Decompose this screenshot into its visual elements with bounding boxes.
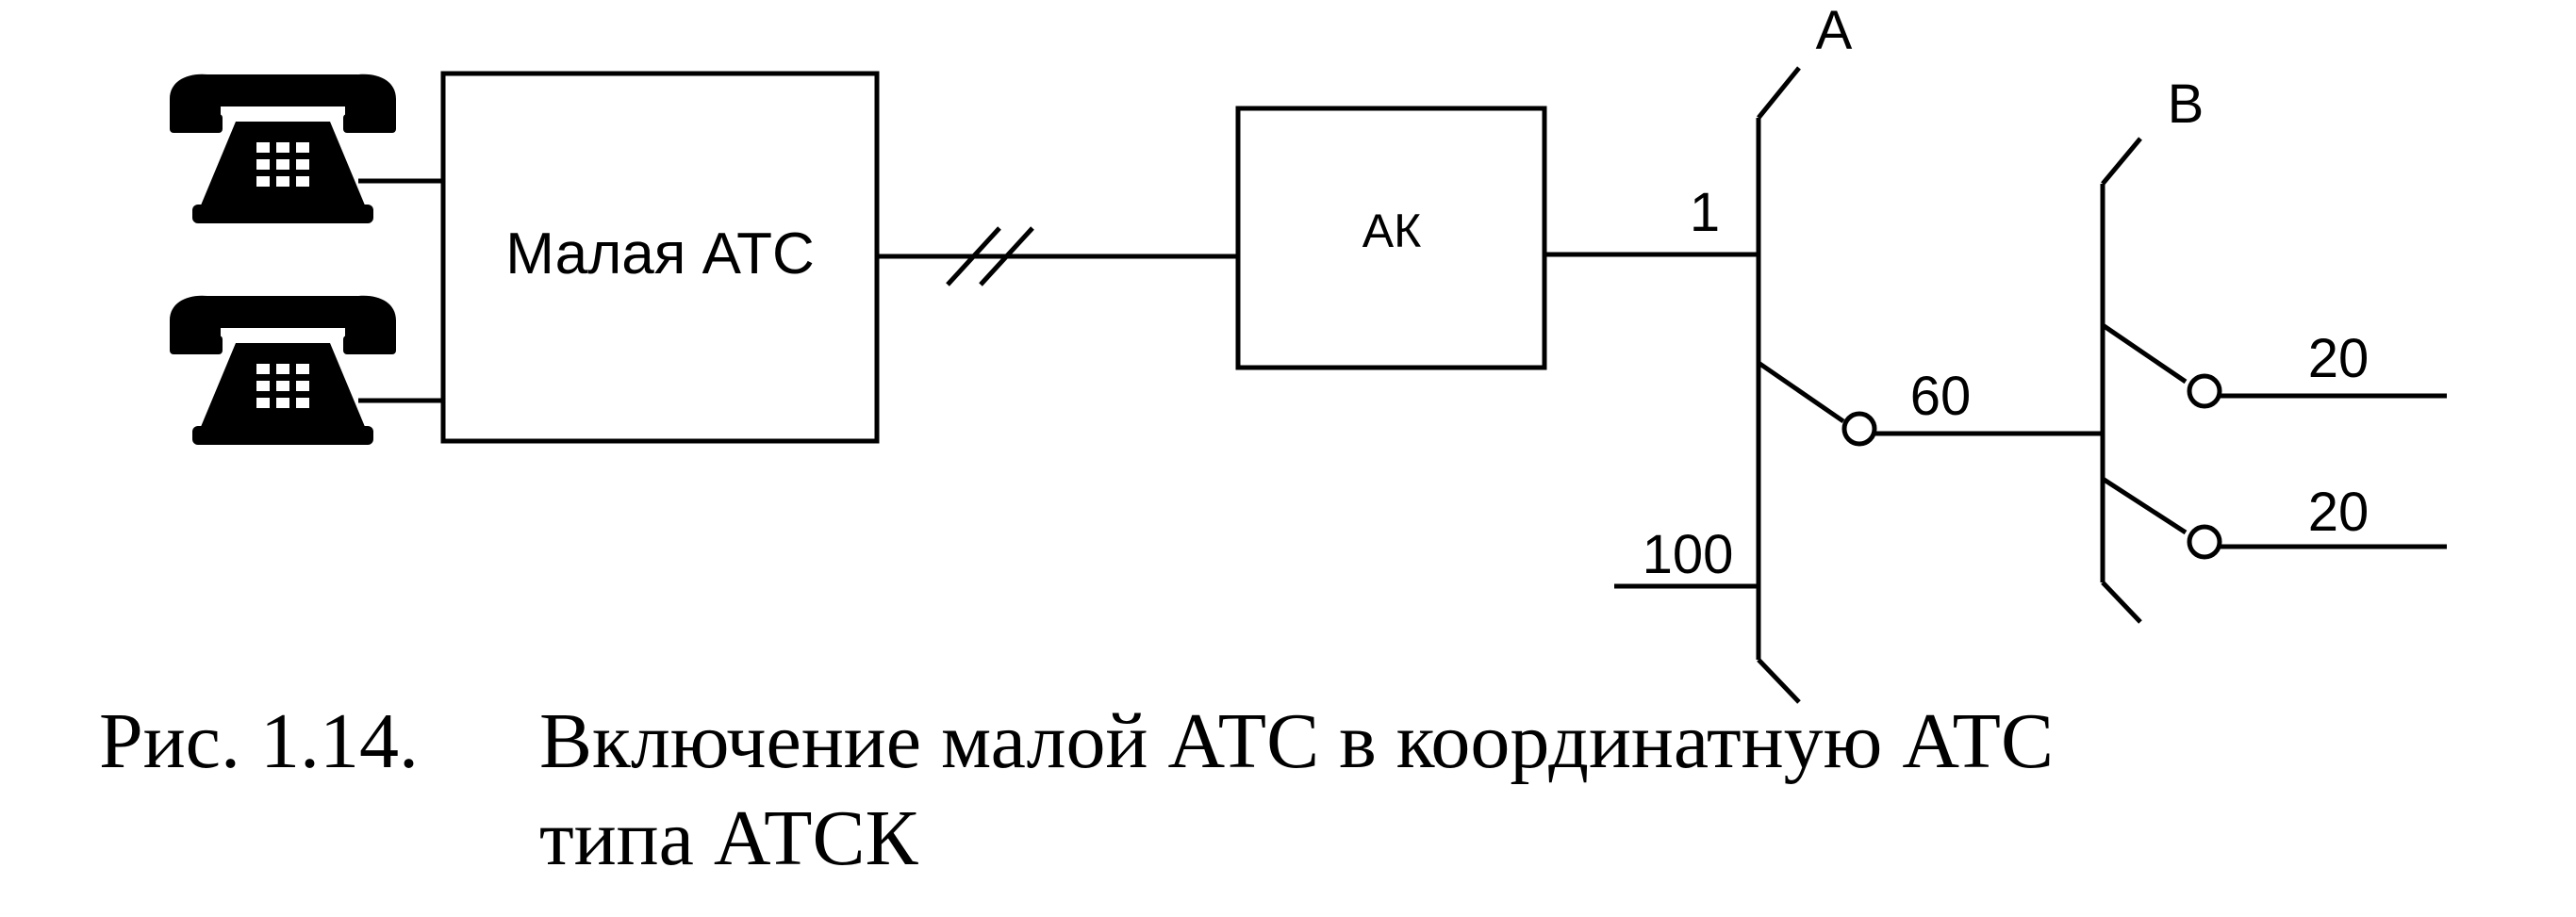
b-outlet-2-label: 20 (2308, 482, 2370, 543)
telephone-icon (170, 74, 396, 224)
contact-b2 (2187, 524, 2222, 560)
contact-60 (1841, 411, 1877, 447)
selector-b-label: B (2168, 74, 2204, 135)
ak-box (1235, 106, 1547, 370)
a-outlet-60-label: 60 (1910, 366, 1972, 427)
telephone-icon (170, 295, 396, 445)
a-outlet-1-label: 1 (1690, 182, 1720, 243)
ak-label: АК (1362, 205, 1421, 257)
a-outlet-100-label: 100 (1643, 524, 1734, 585)
contact-b1 (2187, 373, 2222, 409)
b-outlet-1-label: 20 (2308, 328, 2370, 389)
small-pbx-label: Малая АТС (505, 221, 814, 287)
selector-a-label: A (1816, 0, 1853, 61)
